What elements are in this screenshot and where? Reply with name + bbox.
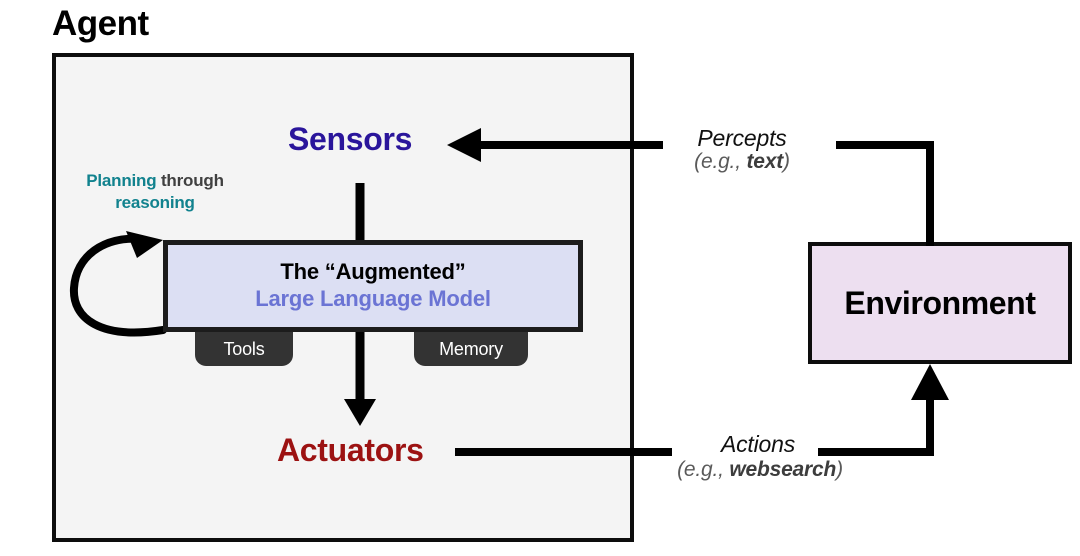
actions-example-value: websearch [729, 458, 837, 481]
percepts-wire [836, 141, 934, 246]
actions-example-prefix: (e.g., [677, 458, 730, 481]
planning-word-planning: Planning [86, 171, 157, 190]
percepts-example-prefix: (e.g., [694, 150, 747, 173]
augmented-llm-box[interactable]: The “Augmented” Large Language Model [163, 240, 583, 332]
actions-arrowhead [911, 364, 949, 400]
planning-word-through: through [160, 171, 224, 190]
memory-pill[interactable]: Memory [414, 332, 528, 366]
page-title: Agent [52, 4, 149, 43]
llm-box-subtitle: Large Language Model [255, 286, 491, 311]
actuators-label: Actuators [277, 432, 424, 468]
actions-example-suffix: ) [836, 458, 843, 481]
percepts-caption: Percepts (e.g., text) [662, 126, 822, 174]
actions-caption: Actions (e.g., websearch) [638, 432, 882, 482]
environment-label: Environment [844, 284, 1036, 321]
percepts-example-suffix: ) [783, 150, 790, 173]
percepts-example-value: text [746, 150, 784, 173]
actions-example: (e.g., websearch) [638, 457, 882, 482]
llm-box-title: The “Augmented” [280, 259, 466, 284]
percepts-label: Percepts [697, 125, 787, 151]
sensors-label: Sensors [288, 121, 413, 157]
tools-pill[interactable]: Tools [195, 332, 293, 366]
planning-annotation: Planning through reasoning [60, 170, 250, 214]
environment-box[interactable]: Environment [808, 242, 1072, 364]
planning-word-reasoning: reasoning [115, 193, 195, 212]
memory-pill-label: Memory [439, 338, 503, 359]
actions-label: Actions [720, 431, 796, 457]
tools-pill-label: Tools [223, 338, 265, 359]
percepts-example: (e.g., text) [662, 150, 822, 174]
